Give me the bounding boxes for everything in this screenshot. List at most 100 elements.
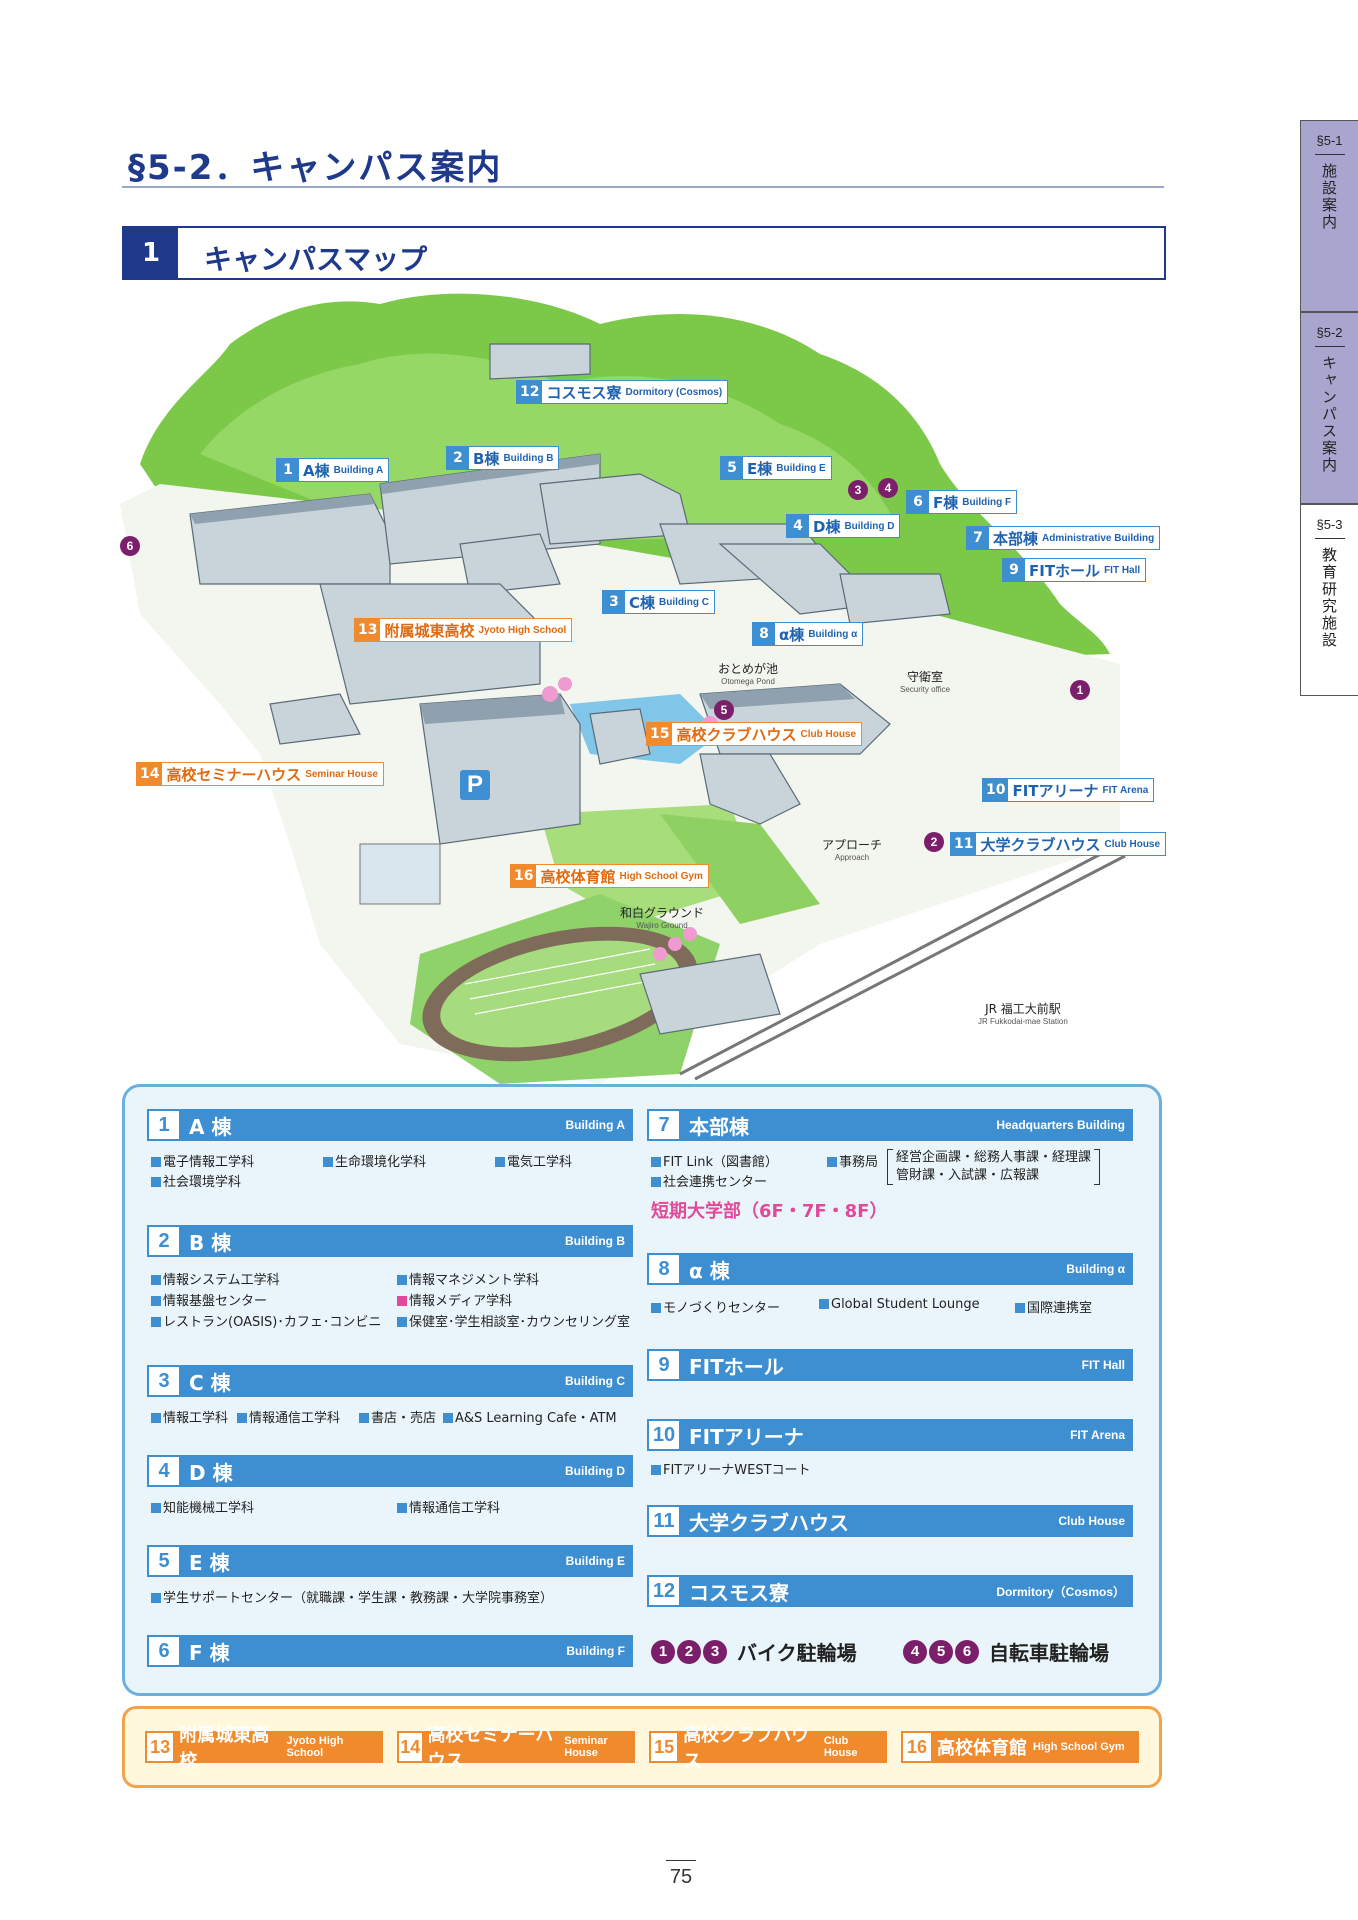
legend-title: 高校セミナーハウス bbox=[427, 1725, 554, 1772]
map-label-en: Club House bbox=[1104, 838, 1161, 850]
bracket-line: 管財課・入試課・広報課 bbox=[896, 1168, 1040, 1183]
legend-item: 社会環境学科 bbox=[151, 1171, 241, 1190]
map-label-en: Club House bbox=[800, 728, 857, 740]
map-label-number: 4 bbox=[787, 515, 809, 537]
marker-circle: 4 bbox=[903, 1639, 927, 1664]
legend-number: 1 bbox=[149, 1111, 179, 1139]
map-label-jp: α棟 bbox=[779, 625, 805, 644]
legend-english: Headquarters Building bbox=[996, 1118, 1125, 1132]
building-c bbox=[459, 533, 561, 595]
map-label-number: 9 bbox=[1003, 559, 1025, 581]
bracket-line: 経営企画課・総務人事課・経理課 bbox=[896, 1150, 1092, 1165]
subsection-number: 1 bbox=[124, 228, 178, 278]
map-label-number: 12 bbox=[517, 381, 543, 403]
legend-title: コスモス寮 bbox=[689, 1580, 789, 1605]
map-label-number: 14 bbox=[137, 763, 163, 785]
legend-english: FIT Arena bbox=[1070, 1428, 1125, 1442]
seminar-house bbox=[269, 693, 361, 745]
parking-marker-6[interactable]: 6 bbox=[120, 536, 140, 556]
legend-item: 知能機械工学科 bbox=[151, 1497, 254, 1516]
map-label-number: 2 bbox=[447, 447, 469, 469]
marker-circle: 5 bbox=[929, 1639, 953, 1664]
parking-lot bbox=[359, 843, 441, 905]
page-number-rule bbox=[666, 1860, 696, 1861]
map-label-number: 15 bbox=[647, 723, 673, 745]
legend-item: 社会連携センター bbox=[651, 1171, 767, 1190]
place-jp: 和白グラウンド bbox=[620, 906, 705, 920]
legend-item: 生命環境化学科 bbox=[323, 1151, 426, 1170]
legend-number: 12 bbox=[649, 1577, 679, 1605]
side-tab-5-2[interactable]: §5-2 キャンパス案内 bbox=[1300, 312, 1358, 504]
map-label-en: Building F bbox=[962, 496, 1012, 508]
legend-item: 情報工学科 bbox=[151, 1407, 228, 1426]
side-tab-code: §5-2 bbox=[1316, 325, 1343, 340]
legend-title: 高校クラブハウス bbox=[683, 1725, 810, 1772]
map-label-jp: 高校セミナーハウス bbox=[166, 765, 302, 784]
legend-item: A&S Learning Cafe・ATM bbox=[443, 1407, 617, 1426]
parking-icon: P bbox=[460, 770, 490, 800]
parking-marker-4[interactable]: 4 bbox=[878, 478, 898, 498]
subsection-title: キャンパスマップ bbox=[204, 243, 428, 276]
parking-marker-5[interactable]: 5 bbox=[714, 700, 734, 720]
map-label-jp: 附属城東高校 bbox=[384, 621, 475, 640]
legend-english: Building D bbox=[565, 1464, 625, 1478]
legend-item: 学生サポートセンター（就職課・学生課・教務課・大学院事務室） bbox=[151, 1587, 553, 1606]
side-tab-5-3[interactable]: §5-3 教育研究施設 bbox=[1300, 504, 1358, 696]
legend-number: 11 bbox=[649, 1507, 679, 1535]
map-label-en: Building A bbox=[333, 464, 384, 476]
railway bbox=[679, 842, 1126, 1081]
side-tab-code: §5-1 bbox=[1316, 133, 1343, 148]
legend-english: Building α bbox=[1066, 1262, 1125, 1276]
campus-map-illustration bbox=[120, 293, 1126, 1084]
building-e bbox=[539, 473, 691, 545]
map-label-number: 6 bbox=[907, 491, 929, 513]
parking-marker-3[interactable]: 3 bbox=[848, 480, 868, 500]
bike-parking-label: バイク駐輪場 bbox=[737, 1641, 857, 1665]
parking-marker-1[interactable]: 1 bbox=[1070, 680, 1090, 700]
club-house bbox=[699, 753, 801, 825]
legend-number: 9 bbox=[649, 1351, 679, 1379]
map-label-jp: B棟 bbox=[473, 449, 500, 468]
place-en: Approach bbox=[834, 853, 870, 862]
legend-number: 5 bbox=[149, 1547, 179, 1575]
parking-marker-2[interactable]: 2 bbox=[924, 832, 944, 852]
page-number: 75 bbox=[669, 1866, 693, 1888]
cosmos-dormitory bbox=[489, 343, 591, 380]
map-label-en: Building E bbox=[776, 462, 826, 474]
side-tab-5-1[interactable]: §5-1 施設案内 bbox=[1300, 120, 1358, 312]
jyoto-high-school bbox=[319, 583, 541, 705]
legend-item: モノづくりセンター bbox=[651, 1297, 780, 1316]
legend-title: 附属城東高校 bbox=[179, 1725, 270, 1772]
side-tab-label: キャンパス案内 bbox=[1320, 355, 1338, 474]
map-label-en: Jyoto High School bbox=[478, 624, 567, 636]
marker-circle: 1 bbox=[651, 1639, 675, 1664]
title-divider bbox=[122, 186, 1164, 188]
legend-number: 16 bbox=[903, 1733, 931, 1761]
legend-item: 電子情報工学科 bbox=[151, 1151, 254, 1170]
map-label-en: Administrative Building bbox=[1042, 532, 1155, 544]
